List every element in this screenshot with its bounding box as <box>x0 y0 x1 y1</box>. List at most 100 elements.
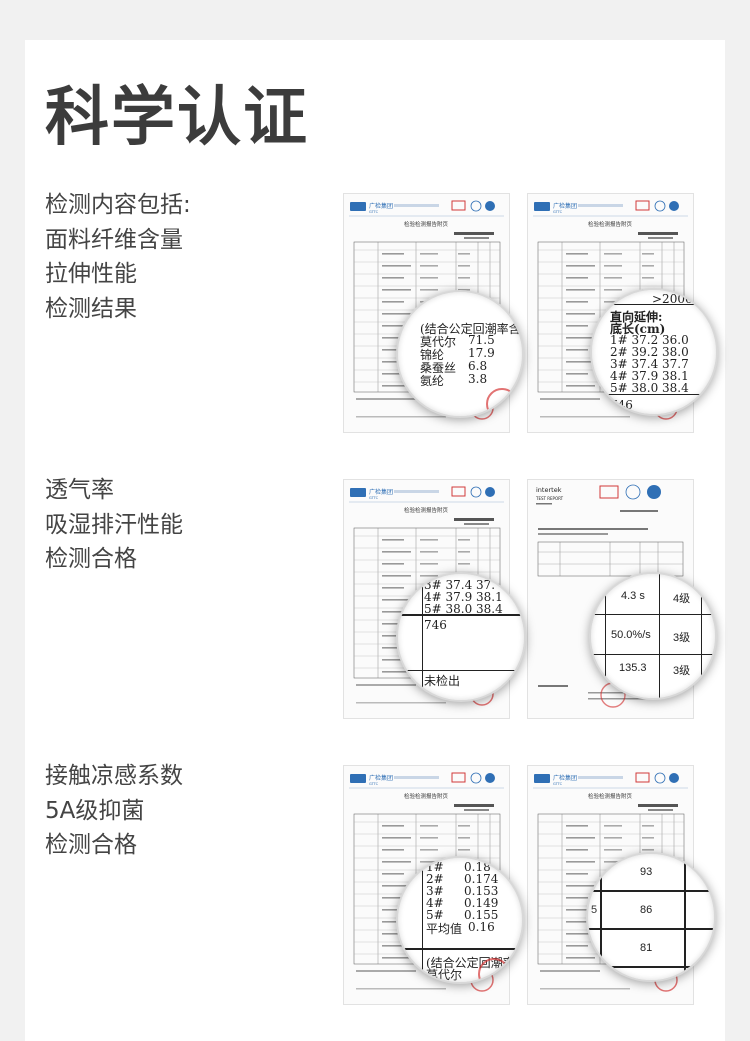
gttc-sub-text: GTTC <box>369 496 379 500</box>
zoom-text: 底长(cm) <box>610 322 666 336</box>
table-rule <box>588 928 714 930</box>
zoom-grade: 4级 <box>673 593 691 605</box>
zoom-value: 0.18 <box>464 860 491 874</box>
header-line <box>578 776 623 779</box>
zoom-row: 2# 39.2 38.0 <box>610 345 689 359</box>
section-3-line-1: 接触凉感系数 <box>45 763 183 789</box>
table-cell-text <box>566 265 595 267</box>
table-cell-text <box>382 849 404 851</box>
footer-text-line <box>356 684 416 686</box>
intertek-line <box>536 503 552 505</box>
magnifier-fiber: (结合公定回潮率含 莫代尔 71.5 锦纶 17.9 桑蚕丝 6.8 氨纶 3.… <box>396 290 524 418</box>
table-rule <box>592 394 716 395</box>
zoom-text: 746 <box>610 398 633 412</box>
gttc-header-text: 广检集团 <box>553 774 577 782</box>
cnas-logo-icon <box>647 485 661 499</box>
section-3-line-2: 5A级抑菌 <box>45 797 145 824</box>
table-rule <box>605 574 606 698</box>
table-cell-text <box>382 957 411 959</box>
report-number-line <box>638 232 678 235</box>
table-cell-text <box>566 325 588 327</box>
section-1-text: 检测内容包括: 面料纤维含量 拉伸性能 检测结果 <box>45 188 191 326</box>
table-rule <box>591 654 715 655</box>
table-cell-text <box>382 921 404 923</box>
magnifier-antibac: 5 93 86 81 <box>586 852 716 982</box>
intertek-sub-text: TEST REPORT <box>535 496 564 501</box>
section-3-text: 接触凉感系数 5A级抑菌 检测合格 <box>45 759 183 863</box>
cnas-logo-icon <box>485 487 495 497</box>
red-stamp-icon <box>486 388 518 416</box>
gttc-header-text: 广检集团 <box>369 202 393 210</box>
zoom-value: 0.174 <box>464 872 499 886</box>
table-cell-text <box>566 849 588 851</box>
table-cell-text <box>420 575 438 577</box>
table-cell-text <box>420 849 438 851</box>
table-cell-text <box>604 849 622 851</box>
table-cell-text <box>604 277 622 279</box>
table-cell-text <box>382 945 404 947</box>
header-line <box>394 776 439 779</box>
zoom-text: 莫代尔 <box>426 968 463 982</box>
table-cell-text <box>566 373 588 375</box>
report-number-line <box>454 804 494 807</box>
section-1-line-3: 拉伸性能 <box>45 261 137 287</box>
table-cell-text <box>420 825 438 827</box>
report-date-line <box>464 237 489 239</box>
table-cell-text <box>382 671 411 673</box>
zoom-value: 4.3 s <box>621 590 645 602</box>
cnas-logo-icon <box>669 773 679 783</box>
report-number-line <box>454 232 494 235</box>
table-cell-text <box>382 897 404 899</box>
report-date-line <box>464 809 489 811</box>
table-cell-text <box>382 873 404 875</box>
report-date-line <box>648 809 673 811</box>
table-cell-text <box>604 289 622 291</box>
cnas-logo-icon <box>669 201 679 211</box>
zoom-value: 17.9 <box>468 346 495 360</box>
table-cell-text <box>420 563 438 565</box>
section-2-line-3: 检测合格 <box>45 546 137 572</box>
zoom-text: 直向延伸: <box>610 310 663 324</box>
zoom-text: 氨纶 <box>420 374 445 388</box>
intertek-logo-text: intertek <box>536 486 562 494</box>
table-cell-text <box>642 265 654 267</box>
zoom-side-value: 5 <box>591 904 598 916</box>
table-cell-text <box>566 873 588 875</box>
ilac-logo-icon <box>654 772 666 784</box>
zoom-value: 0.153 <box>464 884 499 898</box>
gttc-logo-icon <box>350 202 366 211</box>
gttc-sub-text: GTTC <box>553 210 563 214</box>
cnas-logo-icon <box>485 773 495 783</box>
table-cell-text <box>420 861 438 863</box>
zoom-value: 71.5 <box>468 333 495 347</box>
zoom-value: 50.0%/s <box>611 629 651 641</box>
footer-text-line <box>540 416 630 418</box>
zoom-row: 1# 37.2 36.0 <box>610 333 689 347</box>
table-cell-text <box>382 253 404 255</box>
zoom-text: 桑蚕丝 <box>420 361 457 375</box>
table-cell-text <box>604 253 622 255</box>
section-1-line-4: 检测结果 <box>45 295 137 322</box>
zoom-text: 未检出 <box>424 674 461 688</box>
table-cell-text <box>382 277 404 279</box>
gttc-sub-text: GTTC <box>369 210 379 214</box>
table-cell-text <box>604 837 622 839</box>
table-cell-text <box>382 635 404 637</box>
cma-logo-icon <box>451 486 466 497</box>
table-rule <box>422 858 423 982</box>
table-cell-text <box>382 563 404 565</box>
table-cell-text <box>458 825 470 827</box>
footer-text-line <box>540 398 600 400</box>
footer-text-line <box>356 416 446 418</box>
table-cell-text <box>566 825 588 827</box>
table-cell-text <box>420 277 438 279</box>
table-cell-text <box>566 253 588 255</box>
magnifier-air: 3# 37.4 37. 4# 37.9 38.1 5# 38.0 38.4 74… <box>396 572 526 702</box>
table-cell-text <box>382 373 404 375</box>
footer-text-line <box>356 988 446 990</box>
table-cell-text <box>566 885 595 887</box>
zoom-value: 0.155 <box>464 908 499 922</box>
table-cell-text <box>458 837 470 839</box>
table-cell-text <box>458 277 470 279</box>
table-cell-text <box>420 265 438 267</box>
